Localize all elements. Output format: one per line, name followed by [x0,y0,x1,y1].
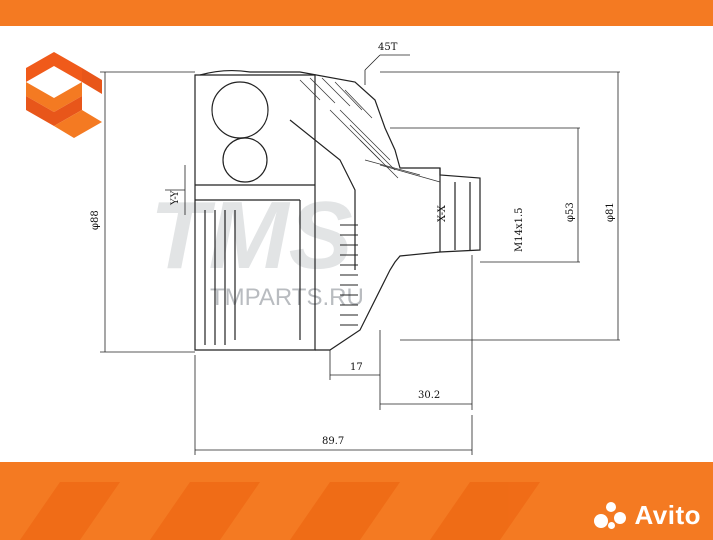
top-orange-band [0,0,713,26]
dim-phi81: φ81 [605,202,616,222]
section-hatching [299,77,441,183]
dim-45t: 45T [378,42,398,53]
dim-17: 17 [350,362,363,373]
avito-label: Avito [634,499,701,530]
dimension-lines [100,54,620,455]
dim-phi53: φ53 [565,202,576,222]
brand-logo-icon [26,52,102,138]
dim-phi88: φ88 [90,210,101,230]
dim-xx: X-X [437,204,448,222]
avito-badge: Avito [594,498,701,532]
dim-89: 89.7 [322,436,344,447]
bottom-pattern [20,482,540,540]
site-watermark: TMPARTS.RU [210,284,364,311]
bottom-orange-band [0,462,713,540]
avito-logo-icon [594,500,628,530]
dim-thread: M14x1.5 [514,207,525,252]
abs-ring-teeth [340,224,358,326]
dim-30: 30.2 [418,390,440,401]
dim-yy: Y-Y [170,190,181,206]
